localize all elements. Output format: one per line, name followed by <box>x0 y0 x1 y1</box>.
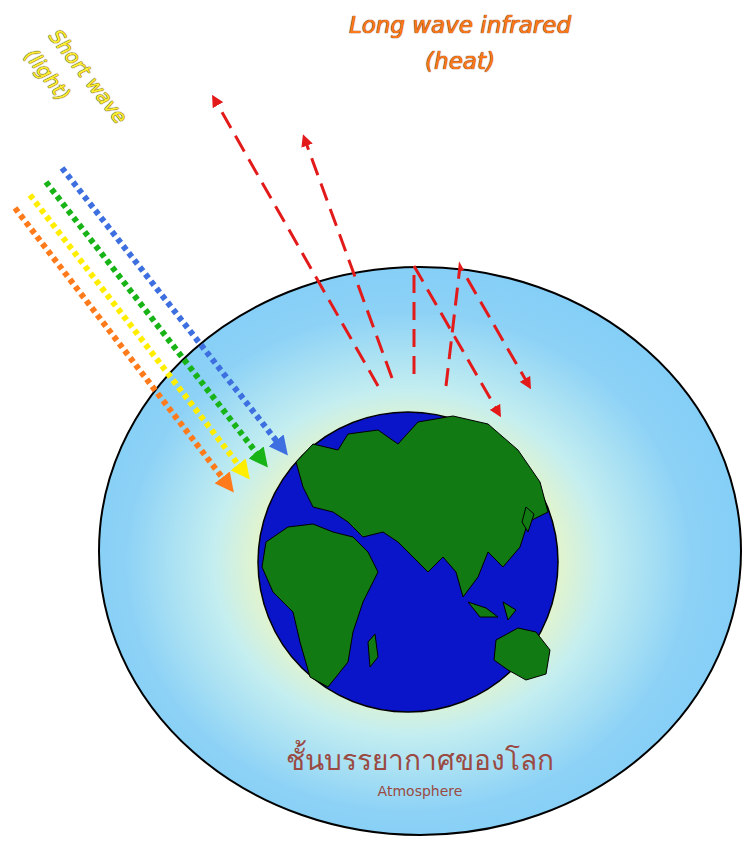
short-wave-ray <box>30 195 244 472</box>
region-subtitle: Atmosphere <box>97 782 742 802</box>
long-wave-label: Long wave infrared (heat) <box>345 8 575 79</box>
long-wave-ray <box>215 100 378 386</box>
earth-globe <box>258 412 558 712</box>
atmosphere-region: ชั้นบรรยากาศของโลกAtmosphere <box>97 265 742 837</box>
long-wave-ray <box>305 140 392 378</box>
short-wave-ray <box>46 182 262 460</box>
short-wave-ray <box>15 208 228 485</box>
long-wave-ray <box>446 266 528 386</box>
short-wave-label: Short wave (light) <box>16 23 157 179</box>
region-title: ชั้นบรรยากาศของโลก <box>97 741 742 780</box>
